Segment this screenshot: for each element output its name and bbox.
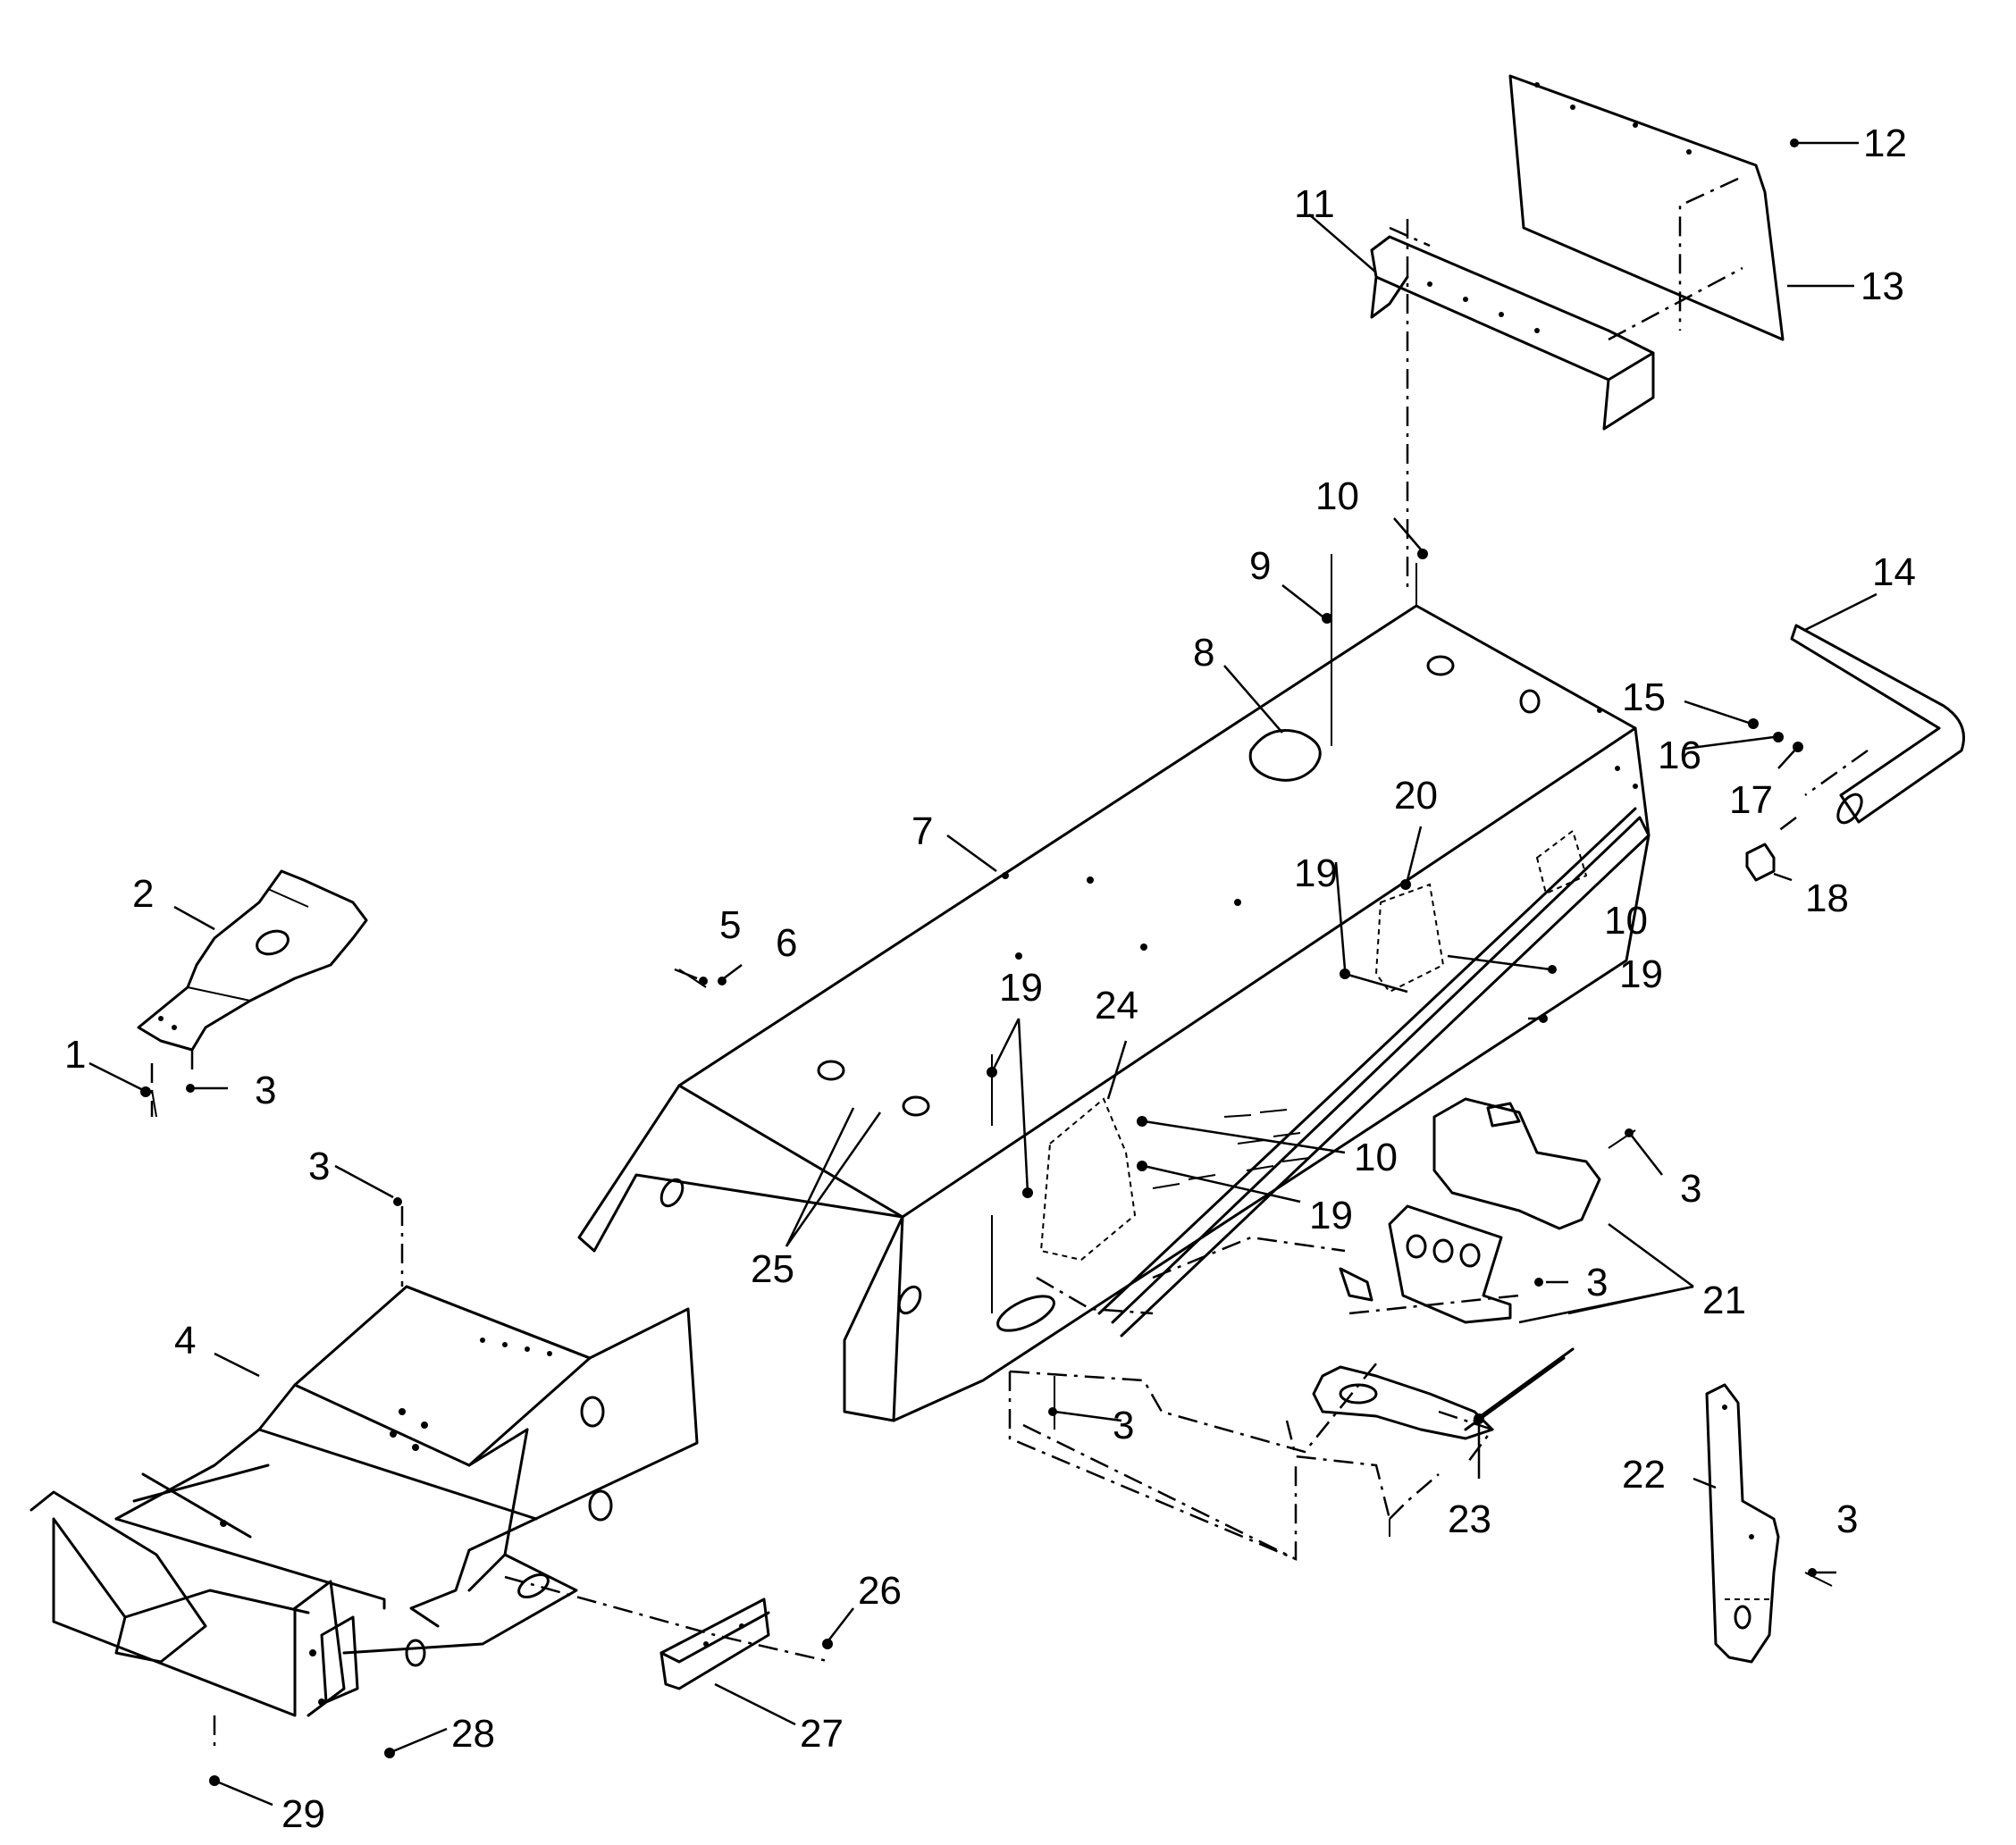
callout-29: 29 [281,1792,325,1836]
callout-17: 17 [1729,778,1773,822]
callout-19: 19 [999,966,1043,1010]
callout-labels: 1 2 3 3 3 3 3 3 4 5 6 7 8 9 10 10 10 11 … [64,122,1916,1836]
callout-3: 3 [1586,1261,1608,1304]
callout-3: 3 [255,1069,276,1112]
callout-8: 8 [1193,631,1214,675]
handle-part-14 [1745,624,1965,882]
callout-1: 1 [64,1033,86,1077]
callout-3: 3 [1836,1497,1858,1541]
top-guard-part-11 [1370,235,1655,431]
callout-26: 26 [858,1569,902,1613]
callout-14: 14 [1872,550,1916,594]
callout-3: 3 [308,1145,330,1188]
callout-2: 2 [132,872,154,916]
callout-3: 3 [1680,1167,1701,1211]
angle-plate-part-27 [659,1598,770,1690]
callout-12: 12 [1863,122,1907,165]
callout-19: 19 [1619,952,1663,996]
callout-16: 16 [1658,734,1701,777]
callout-6: 6 [776,921,797,965]
callout-27: 27 [800,1712,844,1756]
callout-3: 3 [1113,1404,1134,1447]
callout-20: 20 [1394,774,1438,818]
callout-11: 11 [1294,182,1335,226]
callout-28: 28 [451,1712,495,1756]
callout-21: 21 [1702,1279,1746,1322]
left-frame-part-4 [29,1285,699,1717]
callout-10: 10 [1604,899,1648,943]
callout-9: 9 [1249,544,1271,588]
bracket-part-2 [137,869,368,1052]
callout-25: 25 [751,1247,794,1291]
shield-plate-part-13 [1508,74,1785,341]
callout-10: 10 [1315,474,1359,518]
callout-7: 7 [911,809,933,853]
main-chassis-part-7 [577,604,1651,1422]
callout-19: 19 [1294,851,1338,895]
callout-23: 23 [1448,1497,1491,1541]
callout-19: 19 [1309,1194,1353,1237]
callout-4: 4 [174,1319,196,1363]
callout-10: 10 [1354,1136,1398,1179]
callout-22: 22 [1622,1453,1666,1497]
callout-24: 24 [1095,984,1138,1027]
callout-13: 13 [1861,264,1904,308]
callout-18: 18 [1805,876,1849,920]
leader-lines [150,177,1869,1751]
callout-leaders [88,138,1877,1807]
callout-15: 15 [1622,675,1666,719]
callout-5: 5 [719,903,741,947]
vertical-bracket-part-22 [1705,1383,1780,1664]
